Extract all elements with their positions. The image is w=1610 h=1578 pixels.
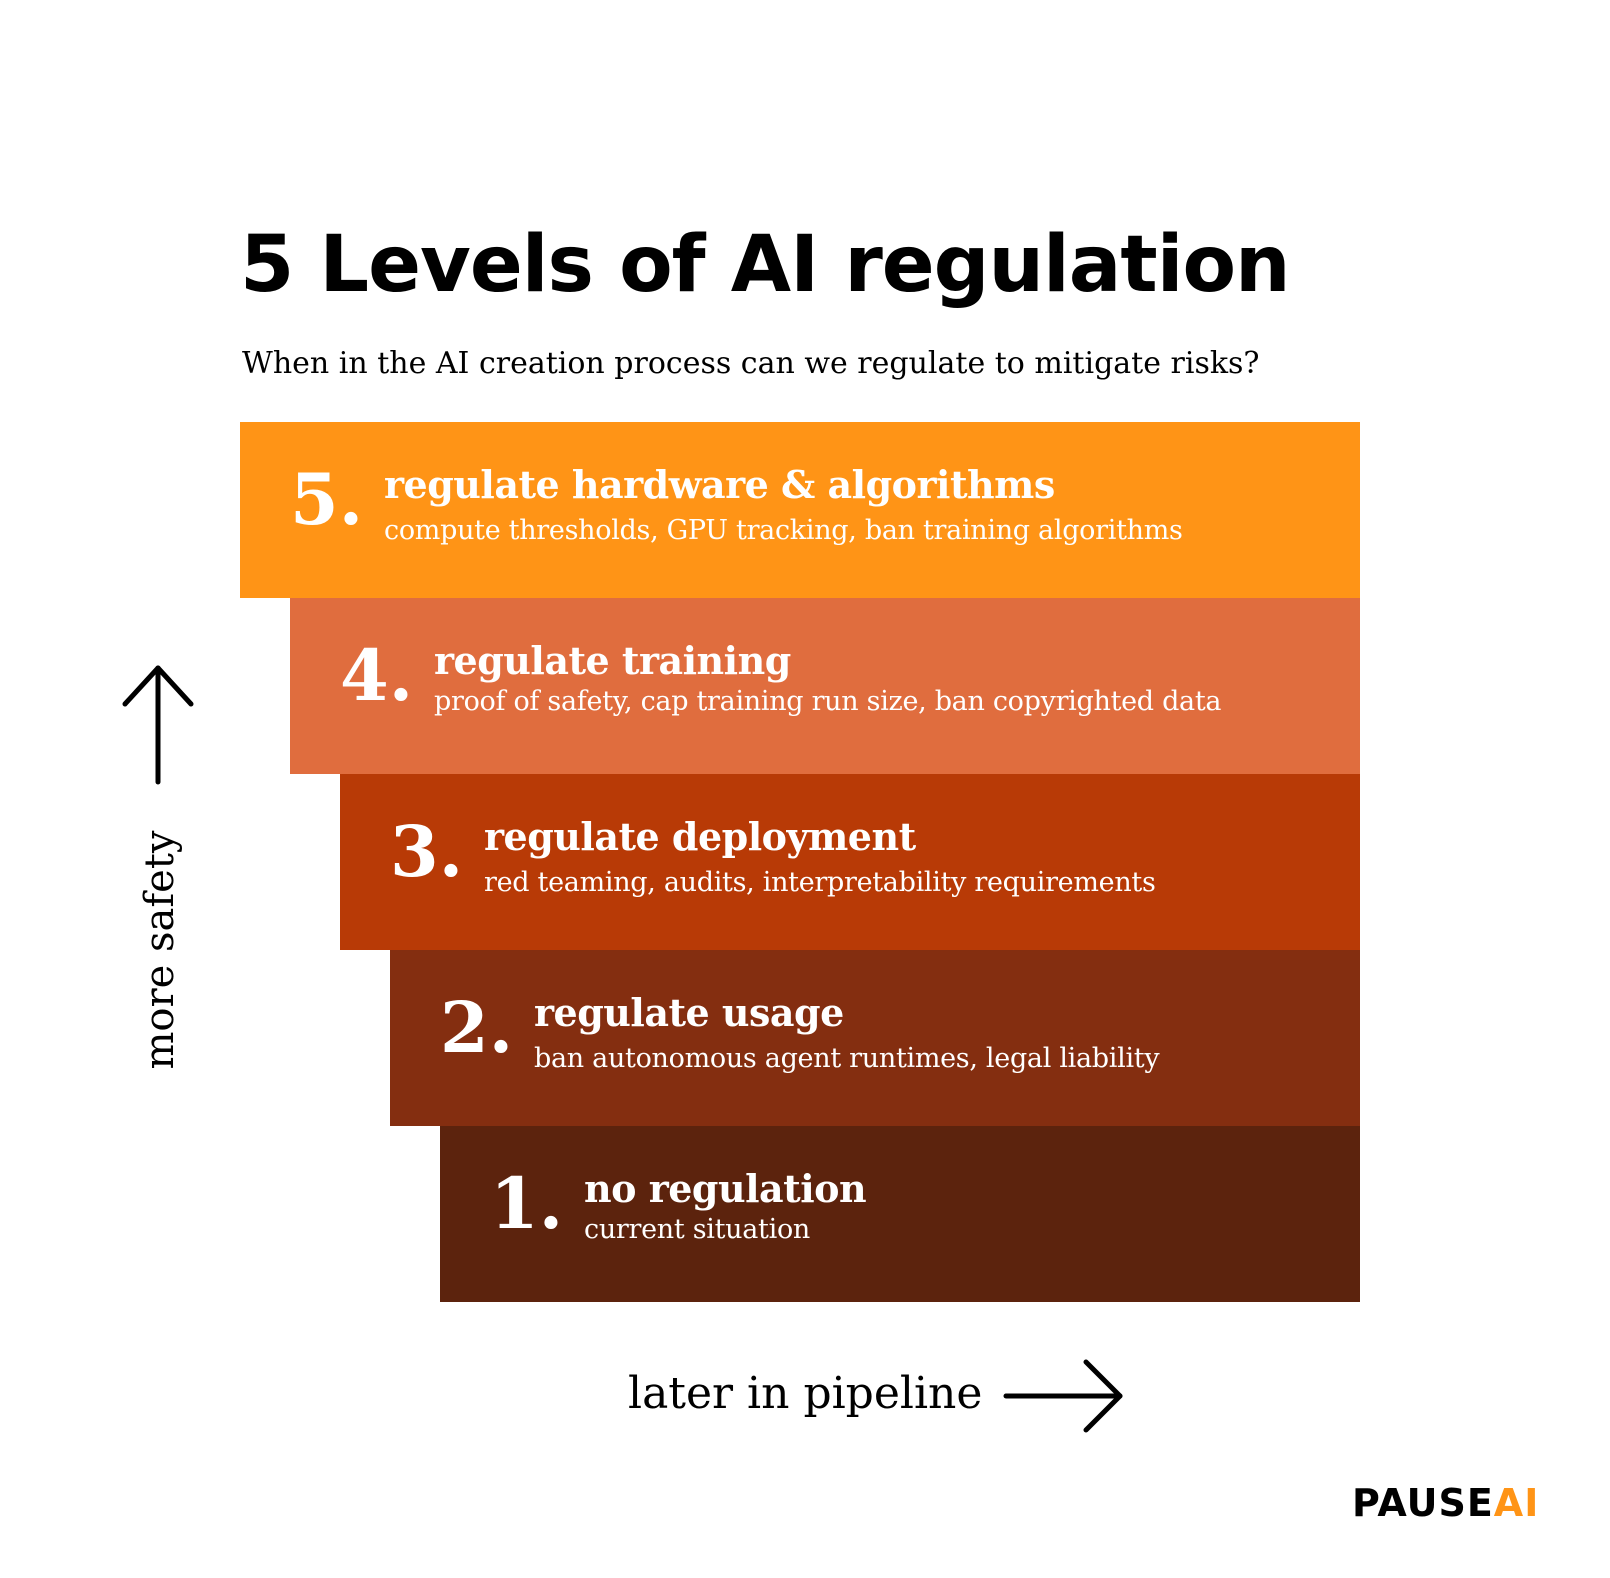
level-3-number: 3. bbox=[390, 810, 464, 893]
level-1-number: 1. bbox=[490, 1162, 564, 1245]
level-3-title: regulate deployment bbox=[484, 814, 916, 859]
level-2-number: 2. bbox=[440, 986, 514, 1069]
page-subtitle: When in the AI creation process can we r… bbox=[242, 346, 1260, 381]
level-5-title: regulate hardware & algorithms bbox=[384, 462, 1055, 507]
level-1-description: current situation bbox=[584, 1214, 810, 1245]
logo-text-main: PAUSE bbox=[1352, 1481, 1494, 1525]
level-5-description: compute thresholds, GPU tracking, ban tr… bbox=[384, 515, 1183, 546]
arrow-right-icon bbox=[1003, 1359, 1123, 1433]
arrow-up-icon bbox=[122, 665, 194, 785]
level-4-step: 4. regulate training proof of safety, ca… bbox=[290, 598, 1360, 774]
level-1-title: no regulation bbox=[584, 1166, 867, 1211]
level-2-description: ban autonomous agent runtimes, legal lia… bbox=[534, 1043, 1160, 1074]
level-1-step: 1. no regulation current situation bbox=[440, 1126, 1360, 1302]
level-4-title: regulate training bbox=[434, 638, 791, 683]
level-4-description: proof of safety, cap training run size, … bbox=[434, 686, 1222, 717]
level-5-number: 5. bbox=[290, 458, 364, 541]
page-title: 5 Levels of AI regulation bbox=[240, 220, 1291, 310]
level-3-step: 3. regulate deployment red teaming, audi… bbox=[340, 774, 1360, 950]
pauseai-logo: PAUSEAI bbox=[1352, 1484, 1539, 1522]
level-5-step: 5. regulate hardware & algorithms comput… bbox=[240, 422, 1360, 598]
level-2-title: regulate usage bbox=[534, 990, 844, 1035]
level-4-number: 4. bbox=[340, 634, 414, 717]
level-3-description: red teaming, audits, interpretability re… bbox=[484, 867, 1156, 898]
x-axis-label: later in pipeline bbox=[628, 1368, 983, 1419]
y-axis-label: more safety bbox=[137, 830, 183, 1070]
level-2-step: 2. regulate usage ban autonomous agent r… bbox=[390, 950, 1360, 1126]
logo-text-accent: AI bbox=[1493, 1481, 1540, 1525]
